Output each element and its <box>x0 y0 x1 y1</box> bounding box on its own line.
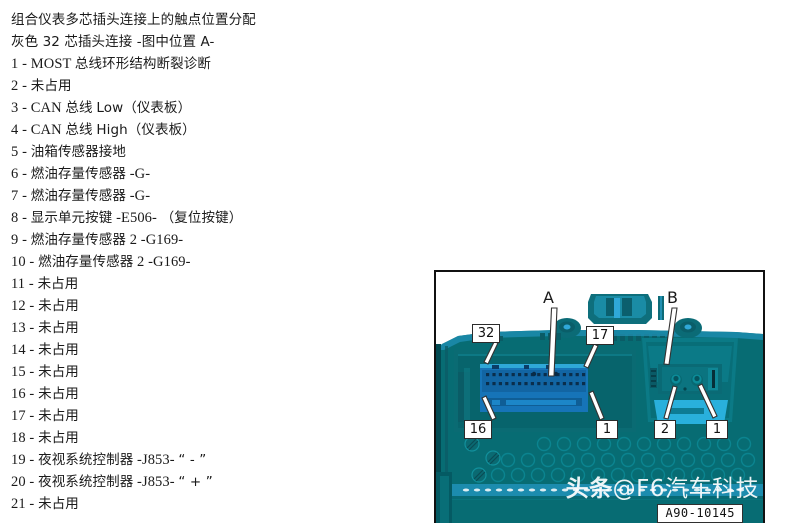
pin-list-item: 6 - 燃油存量传感器 -G- <box>11 163 432 185</box>
pin-label-cjk: 燃油存量传感器 <box>38 254 134 270</box>
pin-number: 3 - <box>11 100 28 116</box>
title-line-2-text: 灰色 32 芯插头连接 -图中位置 A- <box>11 34 215 50</box>
pin-label-code: -E506- <box>116 210 157 226</box>
pin-label-code: -J853- <box>137 474 175 490</box>
pin-label-code: -G- <box>129 188 151 204</box>
pin-number: 11 - <box>11 276 34 292</box>
pin-list-item: 11 - 未占用 <box>11 273 432 295</box>
pin-list-item: 14 - 未占用 <box>11 339 432 361</box>
callout-pin-1-right: 1 <box>706 420 728 439</box>
pin-list-item: 3 - CAN 总线 Low（仪表板） <box>11 97 432 119</box>
connector-a-label: A <box>543 288 554 307</box>
document-title-line-2: 灰色 32 芯插头连接 -图中位置 A- <box>11 31 432 53</box>
callout-pin-2-right: 2 <box>654 420 676 439</box>
pin-number: 15 - <box>11 364 35 380</box>
pin-list-item: 12 - 未占用 <box>11 295 432 317</box>
pin-label-cjk: 未占用 <box>38 342 79 358</box>
pin-list-item: 10 - 燃油存量传感器 2 -G169- <box>11 251 432 273</box>
pin-number: 8 - <box>11 210 28 226</box>
pin-label-cjk: 油箱传感器接地 <box>30 144 126 160</box>
callout-pin-16: 16 <box>464 420 492 439</box>
callout-pin-1-left: 1 <box>596 420 618 439</box>
pin-list-item: 17 - 未占用 <box>11 405 432 427</box>
pin-label-cjk-2: 总线 <box>65 100 93 116</box>
pin-label-cjk: 燃油存量传感器 <box>30 232 126 248</box>
pin-label-cjk: 未占用 <box>38 364 79 380</box>
pin-number: 14 - <box>11 342 35 358</box>
pin-list-item: 13 - 未占用 <box>11 317 432 339</box>
pin-label-cjk: 未占用 <box>37 276 79 292</box>
pin-list-item: 5 - 油箱传感器接地 <box>11 141 432 163</box>
pin-list-item: 20 - 夜视系统控制器 -J853- “ + ” <box>11 471 432 493</box>
pin-label-cjk-2: “ - ” <box>178 452 207 468</box>
pin-number: 21 - <box>11 496 35 512</box>
pin-number: 1 - <box>11 56 28 72</box>
pin-label-cjk-2: 总线 <box>65 122 93 138</box>
pin-number: 2 - <box>11 78 28 94</box>
pin-number: 4 - <box>11 122 28 138</box>
pin-list-item: 21 - 未占用 <box>11 493 432 515</box>
pin-assignment-text-column: 组合仪表多芯插头连接上的触点位置分配 灰色 32 芯插头连接 -图中位置 A- … <box>11 9 432 515</box>
pin-label-cjk: 未占用 <box>38 320 79 336</box>
pin-number: 6 - <box>11 166 28 182</box>
pin-number: 7 - <box>11 188 28 204</box>
pin-list-item: 19 - 夜视系统控制器 -J853- “ - ” <box>11 449 432 471</box>
pin-number: 16 - <box>11 386 35 402</box>
pin-label-cjk: 夜视系统控制器 <box>38 452 134 468</box>
pin-number: 19 - <box>11 452 35 468</box>
callout-pin-32: 32 <box>472 324 500 343</box>
pin-list-item: 16 - 未占用 <box>11 383 432 405</box>
pin-number: 9 - <box>11 232 28 248</box>
figure-code-plate: A90-10145 <box>657 504 743 523</box>
pin-label-code: MOST <box>30 56 72 72</box>
pin-label-cjk: 未占用 <box>38 496 79 512</box>
watermark: 头条@F6汽车科技 <box>566 469 759 503</box>
pin-label-cjk: 燃油存量传感器 <box>30 166 126 182</box>
pin-label-code: CAN <box>30 122 62 138</box>
pin-label-code: -J853- <box>137 452 175 468</box>
pin-label-cjk: 未占用 <box>30 78 72 94</box>
document-title-line-1: 组合仪表多芯插头连接上的触点位置分配 <box>11 9 432 31</box>
pin-label-cjk-2: “ + ” <box>178 474 213 490</box>
connector-b-label: B <box>667 288 678 307</box>
callout-pin-17: 17 <box>586 326 614 345</box>
pin-number: 12 - <box>11 298 35 314</box>
pin-label-cjk: 未占用 <box>38 430 79 446</box>
pin-number: 20 - <box>11 474 35 490</box>
pin-label-code: 2 -G169- <box>137 254 191 270</box>
pin-label-code: CAN <box>30 100 62 116</box>
pin-list-item: 2 - 未占用 <box>11 75 432 97</box>
pin-list-item: 7 - 燃油存量传感器 -G- <box>11 185 432 207</box>
title-line-1-text: 组合仪表多芯插头连接上的触点位置分配 <box>11 12 256 28</box>
pin-number: 13 - <box>11 320 35 336</box>
pin-label-code: -G- <box>129 166 151 182</box>
watermark-bold-text: 头条 <box>565 476 613 502</box>
pin-number: 17 - <box>11 408 35 424</box>
pin-label-cjk: 未占用 <box>38 408 79 424</box>
pin-number: 5 - <box>11 144 28 160</box>
pin-number: 10 - <box>11 254 35 270</box>
pin-list-item: 1 - MOST 总线环形结构断裂诊断 <box>11 53 432 75</box>
pin-label-cjk: 燃油存量传感器 <box>30 188 126 204</box>
pin-label-tail: High（仪表板） <box>96 122 196 138</box>
pin-label-cjk: 未占用 <box>38 386 79 402</box>
pin-list-item: 9 - 燃油存量传感器 2 -G169- <box>11 229 432 251</box>
pin-list-item: 15 - 未占用 <box>11 361 432 383</box>
pin-label-tail: Low（仪表板） <box>96 100 192 116</box>
pin-label-cjk: 显示单元按键 <box>30 210 113 226</box>
connector-diagram-frame: A B 32 16 17 1 2 1 头条@F6汽车科技 A90-10145 <box>434 270 765 523</box>
pin-list-item: 8 - 显示单元按键 -E506- （复位按键） <box>11 207 432 229</box>
pin-list-item: 4 - CAN 总线 High（仪表板） <box>11 119 432 141</box>
watermark-rest-text: @F6汽车科技 <box>612 476 759 502</box>
pin-label-cjk-2: （复位按键） <box>160 210 243 226</box>
pin-list-item: 18 - 未占用 <box>11 427 432 449</box>
pin-label-code: 2 -G169- <box>129 232 184 248</box>
pin-label-cjk: 夜视系统控制器 <box>38 474 134 490</box>
pin-label-cjk-2: 总线环形结构断裂诊断 <box>74 56 211 72</box>
pin-label-cjk: 未占用 <box>38 298 79 314</box>
pin-list: 1 - MOST 总线环形结构断裂诊断 2 - 未占用 3 - CAN 总线 L… <box>11 53 432 515</box>
pin-number: 18 - <box>11 430 35 446</box>
